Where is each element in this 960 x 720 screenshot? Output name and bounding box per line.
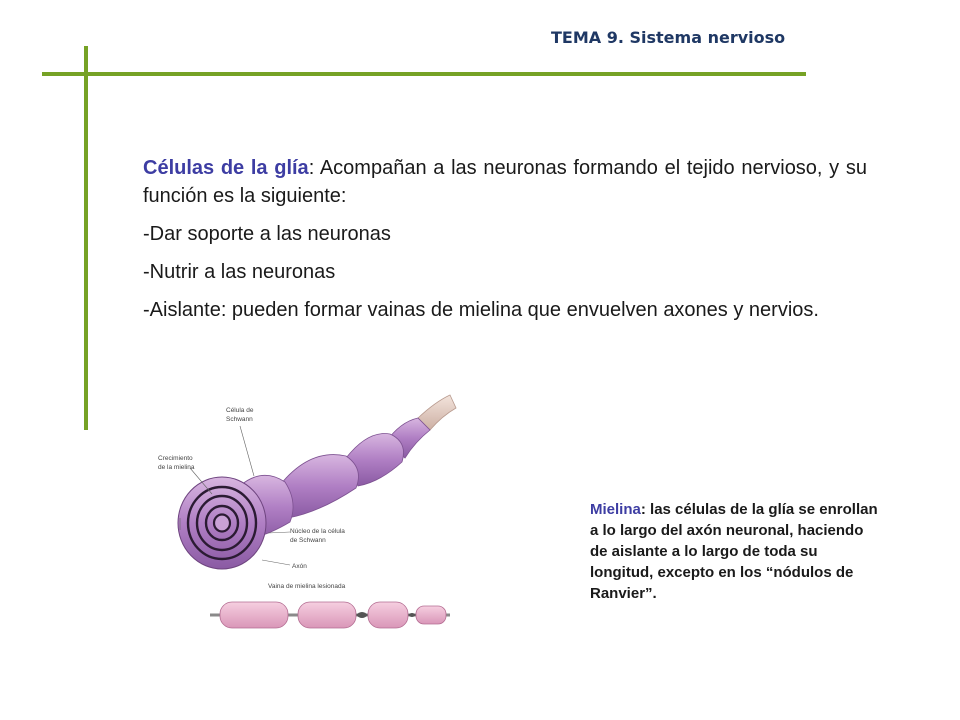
axon-tip xyxy=(417,394,457,431)
damaged-sheath xyxy=(210,601,450,629)
list-item: -Aislante: pueden formar vainas de mieli… xyxy=(143,299,819,321)
main-content: Células de la glía: Acompañan a las neur… xyxy=(143,154,867,334)
label-axon: Axón xyxy=(292,563,307,570)
intro-term: Células de la glía xyxy=(143,157,309,179)
intro-text: : Acompañan a las neuronas formando el t… xyxy=(143,157,867,207)
label-damaged-sheath: Vaina de mielina lesionada xyxy=(268,583,346,590)
myelin-spiral xyxy=(177,476,267,570)
page-title: TEMA 9. Sistema nervioso xyxy=(551,28,786,47)
list-item: -Dar soporte a las neuronas xyxy=(143,223,391,245)
myelin-caption: Mielina: las células de la glía se enrol… xyxy=(590,499,880,604)
caption-term: Mielina xyxy=(590,501,641,518)
side-rule xyxy=(84,46,88,430)
intro-paragraph: Células de la glía: Acompañan a las neur… xyxy=(143,154,867,210)
list-item: -Nutrir a las neuronas xyxy=(143,261,336,283)
header-rule xyxy=(42,72,806,76)
caption-text: : las células de la glía se enrollan a l… xyxy=(590,501,878,602)
leader-lines xyxy=(179,425,291,566)
